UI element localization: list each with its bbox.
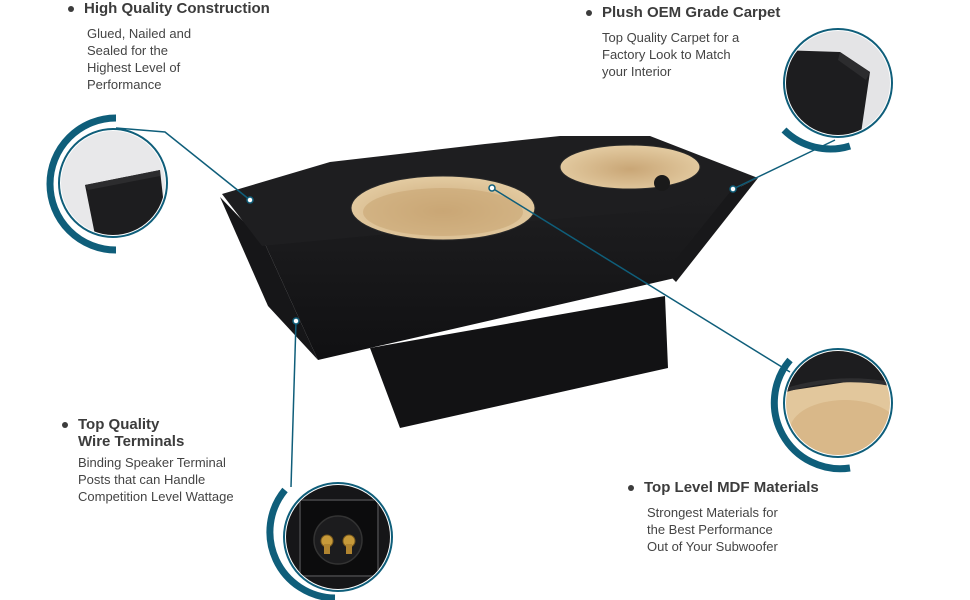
- callout-points: [246, 184, 737, 325]
- bullet-dot-icon: [628, 485, 634, 491]
- bullet-dot-icon: [586, 10, 592, 16]
- feature-terminals: Top Quality Wire Terminals Binding Speak…: [62, 416, 234, 505]
- feature-mdf: Top Level MDF Materials Strongest Materi…: [628, 479, 819, 555]
- feature-title: High Quality Construction: [84, 0, 270, 17]
- construction-detail-circle: [46, 114, 168, 254]
- bullet-dot-icon: [68, 6, 74, 12]
- mdf-detail-circle: [770, 348, 893, 473]
- feature-title-line-2: Wire Terminals: [78, 433, 185, 450]
- feature-title: Plush OEM Grade Carpet: [602, 4, 781, 21]
- bullet-dot-icon: [62, 422, 68, 428]
- feature-title: Top Level MDF Materials: [644, 479, 819, 496]
- feature-description: Binding Speaker Terminal Posts that can …: [78, 455, 234, 504]
- subwoofer-box: [220, 136, 758, 428]
- feature-description: Glued, Nailed and Sealed for the Highest…: [87, 26, 192, 92]
- feature-description: Strongest Materials for the Best Perform…: [647, 505, 778, 554]
- carpet-detail-circle: [781, 28, 893, 153]
- terminal-detail-circle: [266, 482, 393, 600]
- feature-carpet: Plush OEM Grade Carpet Top Quality Carpe…: [586, 4, 780, 80]
- feature-construction: High Quality Construction Glued, Nailed …: [68, 0, 270, 93]
- feature-title: Top Quality: [78, 416, 160, 433]
- feature-description: Top Quality Carpet for a Factory Look to…: [602, 30, 740, 79]
